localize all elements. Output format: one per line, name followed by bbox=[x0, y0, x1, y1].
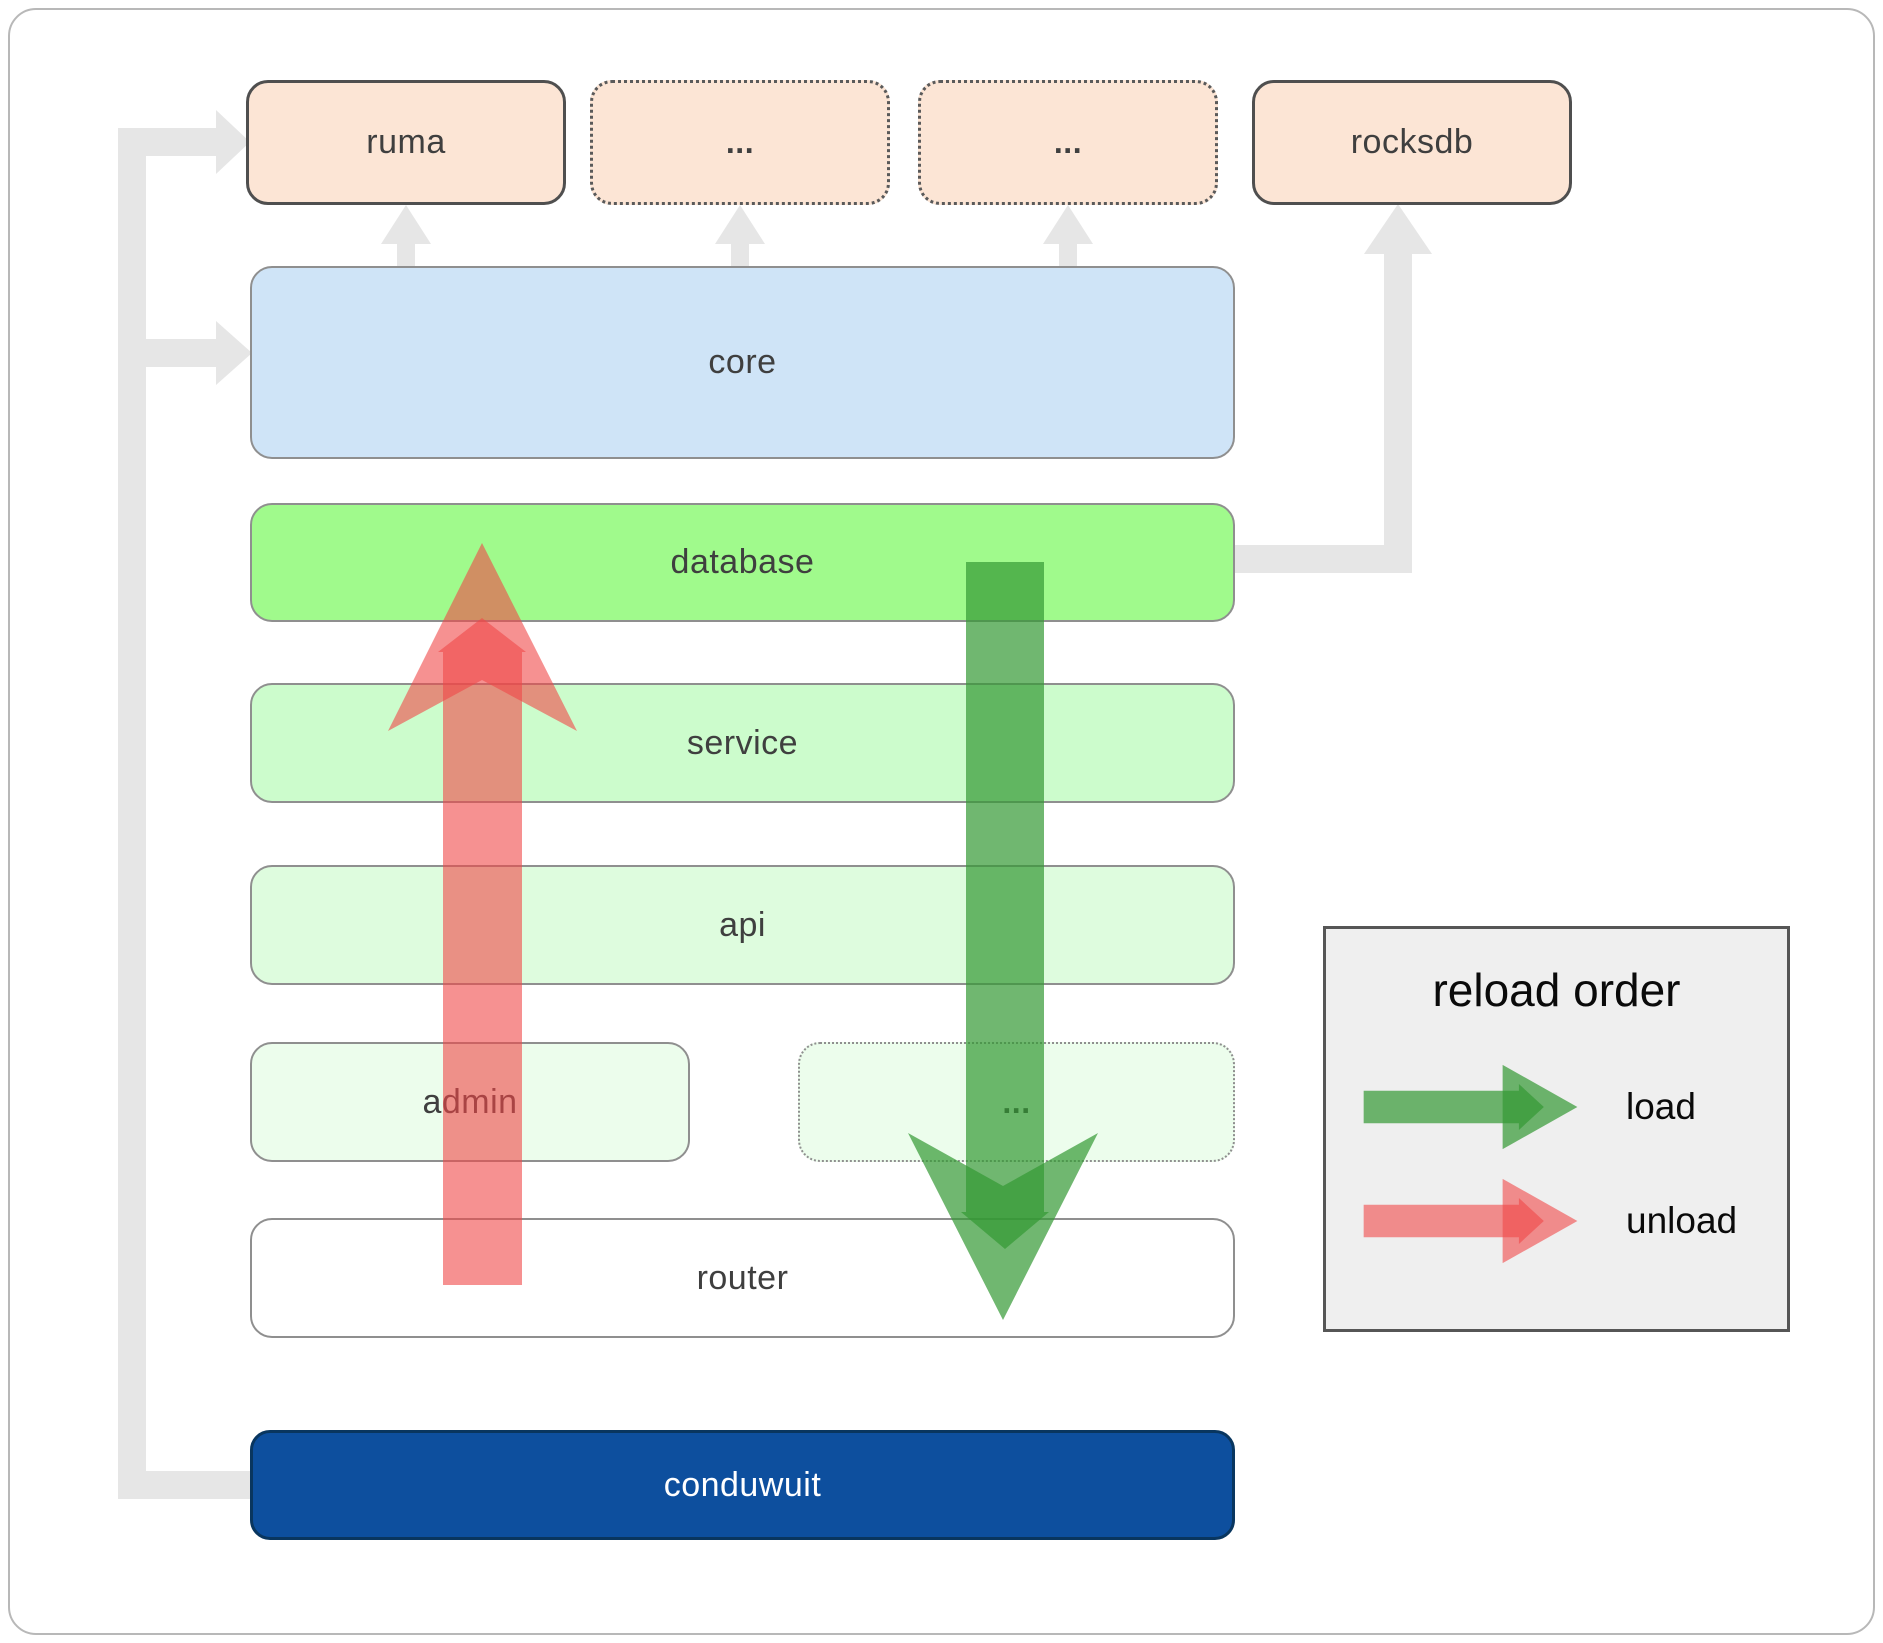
layer-box-admin: admin bbox=[250, 1042, 690, 1162]
app-box-conduwuit: conduwuit bbox=[250, 1430, 1235, 1540]
layer-box-core: core bbox=[250, 266, 1235, 459]
outer-frame bbox=[8, 8, 1875, 1635]
legend-row-load: load bbox=[1356, 1057, 1696, 1157]
legend-label-load: load bbox=[1626, 1086, 1696, 1127]
layer-box-api: api bbox=[250, 865, 1235, 985]
arrowhead-core-to-ruma bbox=[381, 205, 431, 244]
layer-box-service: service bbox=[250, 683, 1235, 803]
unload-arrow-icon bbox=[1363, 1178, 1578, 1264]
connector-database-to-rocksdb bbox=[1230, 204, 1432, 573]
arrowhead-into-rocksdb bbox=[1364, 204, 1432, 254]
module-box-ellipsis-2: ... bbox=[918, 80, 1218, 205]
legend-panel: reload order load unload bbox=[1323, 926, 1790, 1332]
connector-conduwuit-rail bbox=[118, 110, 252, 1499]
layer-box-admin-ellipsis: ... bbox=[798, 1042, 1235, 1162]
layer-box-database: database bbox=[250, 503, 1235, 622]
connectors-core-to-modules bbox=[381, 205, 1093, 267]
arrowhead-core-to-dots2 bbox=[1043, 205, 1093, 244]
load-arrow-icon bbox=[1363, 1064, 1578, 1150]
arrowhead-core-to-dots1 bbox=[715, 205, 765, 244]
layer-box-router: router bbox=[250, 1218, 1235, 1338]
legend-title: reload order bbox=[1432, 964, 1681, 1016]
legend-row-unload: unload bbox=[1356, 1171, 1737, 1271]
arrowhead-into-core bbox=[216, 321, 252, 385]
module-box-ellipsis-1: ... bbox=[590, 80, 890, 205]
module-box-rocksdb: rocksdb bbox=[1252, 80, 1572, 205]
legend-label-unload: unload bbox=[1626, 1200, 1738, 1241]
arrowhead-into-ruma bbox=[216, 110, 250, 174]
module-box-ruma: ruma bbox=[246, 80, 566, 205]
